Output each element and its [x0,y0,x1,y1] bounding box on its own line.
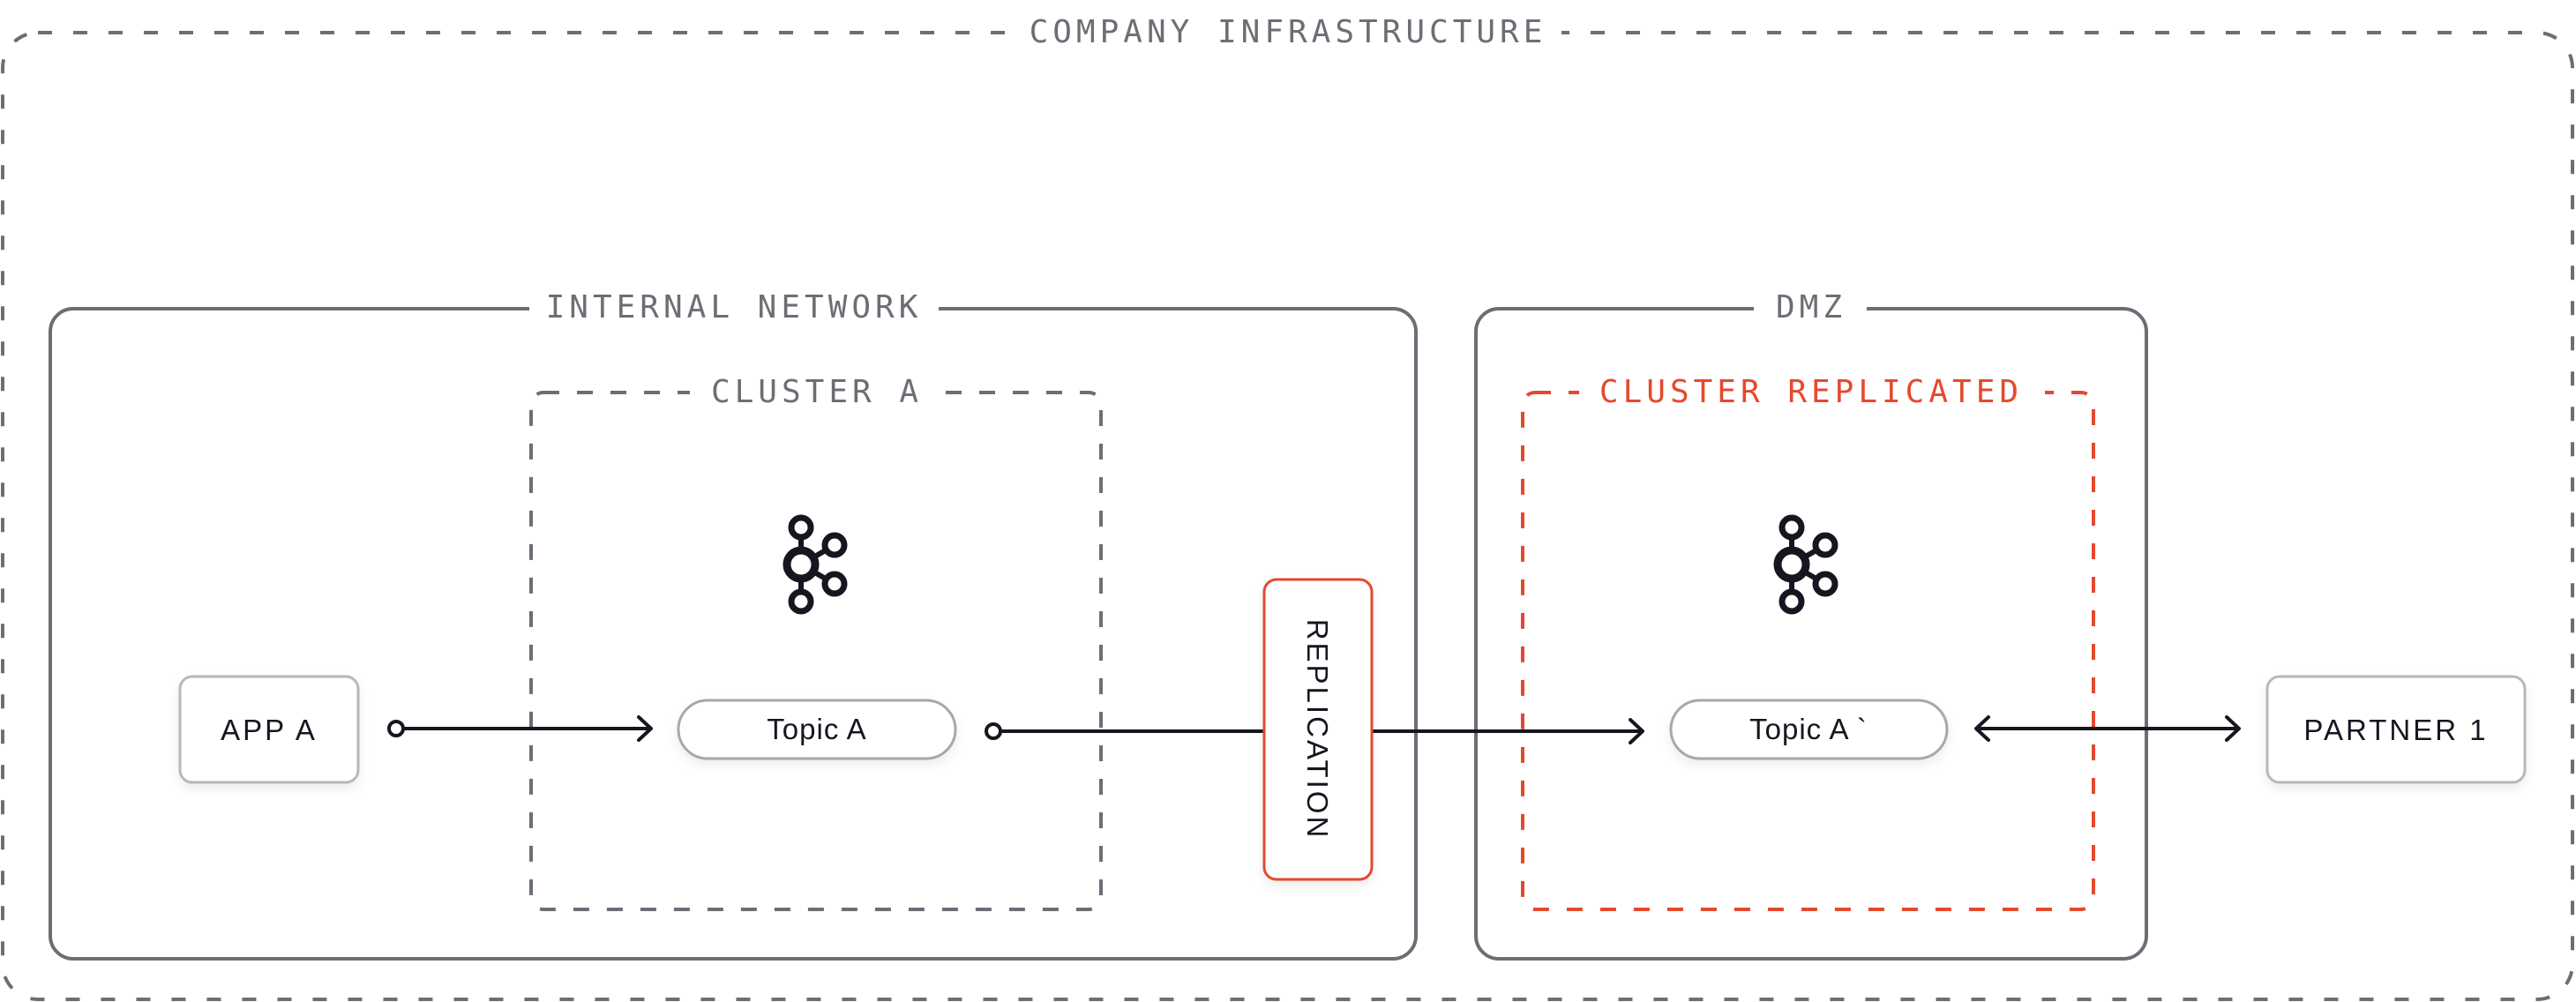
zone-label-cluster-replicated: CLUSTER REPLICATED [1599,374,2023,410]
zone-cluster-a: CLUSTER A [529,370,1103,911]
zone-label-company: COMPANY INFRASTRUCTURE [1030,14,1547,50]
arrowhead-right-icon [2225,715,2241,742]
node-app-a[interactable]: APP A [178,675,360,784]
edge-app-a-to-topic-a [387,715,653,742]
edge-start-circle [985,722,1002,740]
node-partner-1[interactable]: PARTNER 1 [2265,675,2527,784]
node-topic-a[interactable]: Topic A [677,699,957,760]
arrowhead-left-icon [1974,715,1990,742]
zone-dmz: DMZ [1474,288,2148,961]
kafka-icon [787,518,844,611]
node-topic-a-prime[interactable]: Topic A ` [1669,699,1949,760]
zone-company-infrastructure: COMPANY INFRASTRUCTURE [1,12,2574,1001]
zone-label-dmz: DMZ [1776,289,1846,325]
node-label-replication: REPLICATION [1301,619,1334,841]
node-label-partner-1: PARTNER 1 [2303,714,2488,746]
zone-label-internal-network: INTERNAL NETWORK [546,289,923,325]
zone-label-cluster-a: CLUSTER A [711,374,923,410]
node-label-app-a: APP A [221,714,318,746]
zone-internal-network: INTERNAL NETWORK [49,288,1418,961]
zone-cluster-replicated: CLUSTER REPLICATED [1521,370,2095,911]
node-label-topic-a: Topic A [767,713,866,745]
node-label-topic-a-prime: Topic A ` [1749,713,1868,745]
kafka-icon [1778,518,1835,611]
edge-topic-a-prime-partner-1 [1974,715,2241,742]
node-replication[interactable]: REPLICATION [1262,578,1374,881]
arrowhead-icon [1629,718,1644,744]
arrowhead-icon [637,715,653,742]
edge-start-circle [387,720,405,737]
